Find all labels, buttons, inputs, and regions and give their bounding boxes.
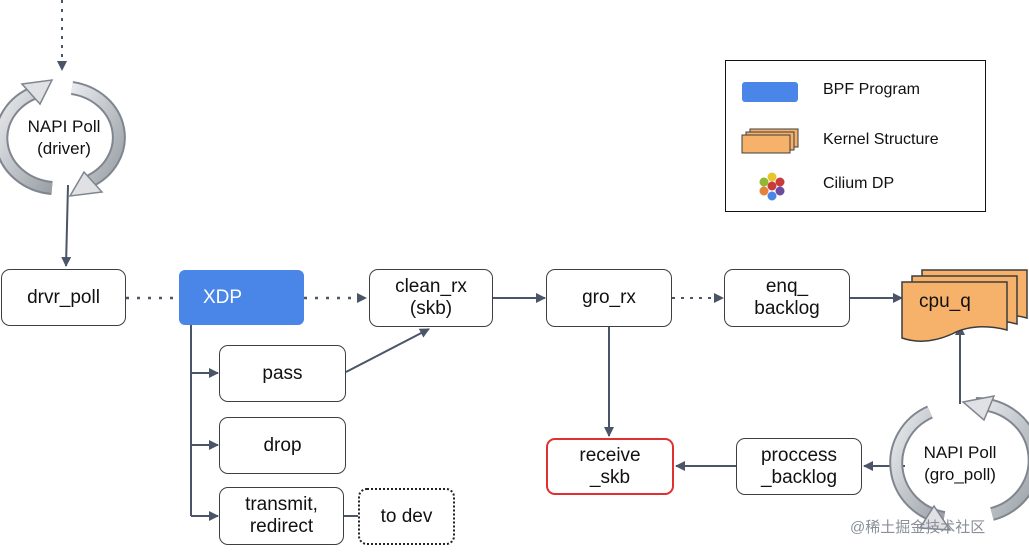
watermark: @稀土掘金技术社区 — [850, 519, 986, 536]
legend-cilium-label: Cilium DP — [823, 175, 895, 192]
gro-rx-node: gro_rx — [546, 269, 672, 327]
legend-kernel-label: Kernel Structure — [823, 131, 939, 148]
to-dev-node: to dev — [358, 488, 455, 545]
drvr-poll-node: drvr_poll — [1, 269, 126, 326]
arrow-napi-to-drvr-poll — [61, 184, 72, 267]
legend-box: BPF Program Kernel Structure Cilium DP — [725, 60, 986, 212]
legend-bpf-swatch — [742, 82, 798, 102]
receive-skb-node: receive _skb — [546, 438, 674, 495]
legend-bpf-label: BPF Program — [823, 81, 920, 98]
xdp-bpf-node: XDP — [179, 270, 304, 325]
napi-poll-gro-cycle-icon — [889, 394, 1029, 531]
pass-node: pass — [219, 345, 346, 402]
xdp-label: XDP — [202, 286, 243, 308]
transmit-redirect-node: transmit, redirect — [219, 487, 344, 545]
arrow-pass-to-clean-rx — [345, 328, 430, 373]
legend-kernel-swatch — [741, 128, 799, 154]
clean-rx-node: clean_rx (skb) — [369, 269, 493, 327]
legend-cilium-swatch — [759, 172, 785, 201]
enq-backlog-node: enq_ backlog — [724, 269, 850, 327]
napi-poll-gro-label: NAPI Poll (gro_poll) — [923, 443, 997, 484]
cpu-q-kernel-structure-icon — [901, 269, 1028, 342]
drop-node: drop — [219, 417, 346, 474]
cpu-q-label: cpu_q — [919, 291, 971, 312]
napi-poll-driver-label: NAPI Poll (driver) — [27, 117, 101, 158]
legend-swatches — [741, 82, 799, 201]
process-backlog-node: proccess _backlog — [736, 438, 862, 495]
napi-poll-driver-cycle-icon — [0, 79, 126, 197]
